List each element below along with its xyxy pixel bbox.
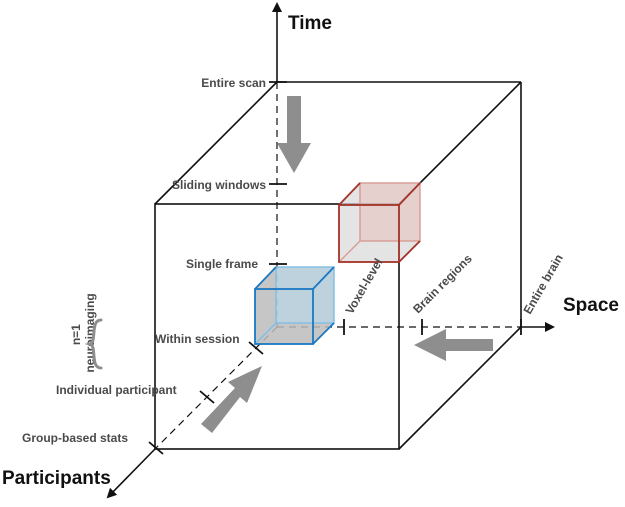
participants-tick-label: Group-based stats xyxy=(22,431,128,445)
axes-solid xyxy=(106,2,555,499)
space-tick-label: Brain regions xyxy=(410,251,475,316)
time-tick-label: Sliding windows xyxy=(172,178,266,192)
tick-individual-participant xyxy=(199,390,215,404)
n1-annotation: n=1 neuroimaging xyxy=(69,293,103,373)
space-tick-label: Voxel-level xyxy=(342,256,385,317)
participants-tick-label: Within session xyxy=(155,332,240,346)
tick-group-based-stats xyxy=(148,441,164,455)
direction-arrows xyxy=(201,96,493,433)
time-down-arrow xyxy=(277,96,311,173)
red-cube xyxy=(338,182,421,263)
space-axis-title: Space xyxy=(563,295,619,316)
participants-axis-arrow xyxy=(106,448,156,499)
tick-within-session xyxy=(248,341,264,355)
tick-marks xyxy=(148,81,522,455)
space-left-arrow xyxy=(414,329,493,361)
time-axis-title: Time xyxy=(288,13,332,34)
time-tick-label: Entire scan xyxy=(201,76,266,90)
blue-cube xyxy=(254,266,335,345)
curly-brace-icon xyxy=(84,318,103,370)
participants-axis-title: Participants xyxy=(2,468,111,489)
time-tick-label: Single frame xyxy=(186,257,258,271)
space-tick-label: Entire brain xyxy=(520,252,565,317)
participants-tick-label: Individual participant xyxy=(56,383,177,397)
participants-diagonal-arrow xyxy=(201,366,262,433)
